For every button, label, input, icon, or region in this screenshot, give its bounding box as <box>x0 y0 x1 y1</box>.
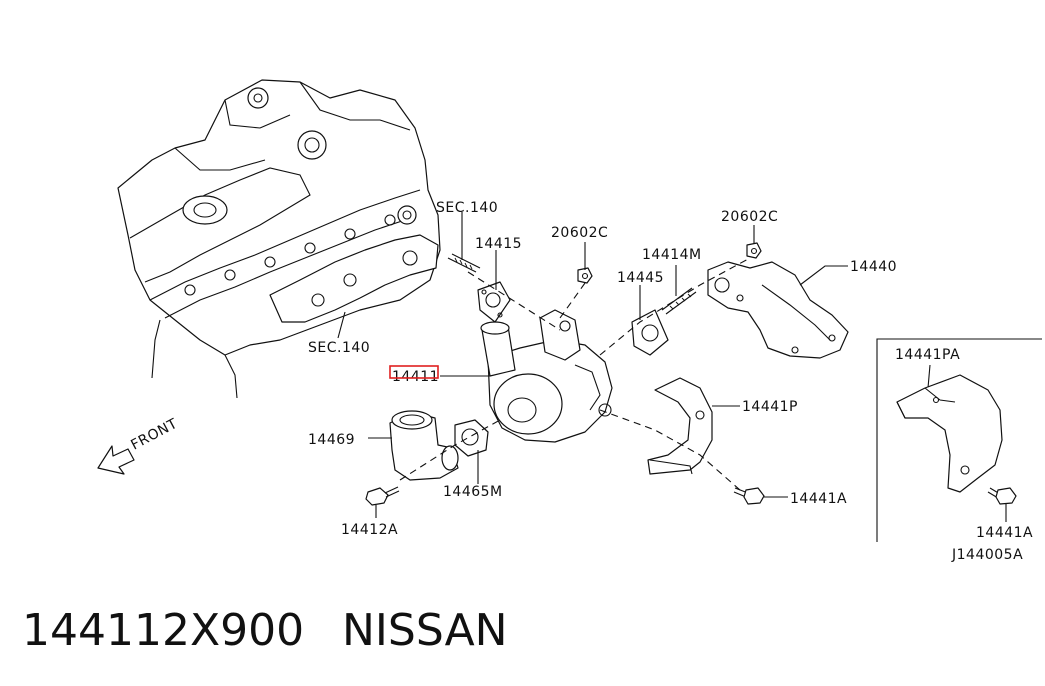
alignment-lines <box>399 257 751 491</box>
label-front: FRONT <box>128 416 180 454</box>
inset-panel: 14441PA 14441A J144005A <box>876 338 1042 563</box>
leader-lines <box>337 212 848 518</box>
bolt-14441a <box>733 487 765 505</box>
diagram-code: J144005A <box>951 547 1023 563</box>
turbocharger <box>480 309 613 443</box>
gasket-14465m <box>454 419 489 457</box>
part-number: 144112X900 <box>22 605 304 656</box>
stud <box>447 253 481 273</box>
heat-shield-14441p <box>647 377 713 475</box>
label-14441p: 14441P <box>742 399 798 415</box>
front-arrow-icon: FRONT <box>97 416 180 475</box>
label-14465m: 14465M <box>443 484 503 500</box>
nut-20602c <box>577 267 593 284</box>
bolt-14412a <box>365 486 400 506</box>
label-20602c-right: 20602C <box>721 209 778 225</box>
label-14441a-inset: 14441A <box>976 525 1033 541</box>
label-14412a: 14412A <box>341 522 398 538</box>
label-20602c: 20602C <box>551 225 608 241</box>
brand-name: NISSAN <box>342 605 508 656</box>
highlighted-part-14411[interactable]: 14411 <box>389 365 439 385</box>
label-14411: 14411 <box>392 369 439 385</box>
label-14415: 14415 <box>475 236 522 252</box>
label-sec140-bottom: SEC.140 <box>308 340 370 356</box>
label-14440: 14440 <box>850 259 897 275</box>
label-sec140-top: SEC.140 <box>436 200 498 216</box>
label-14414m: 14414M <box>642 247 702 263</box>
label-14469: 14469 <box>308 432 355 448</box>
label-14441a: 14441A <box>790 491 847 507</box>
label-14441pa: 14441PA <box>895 347 960 363</box>
gasket-14445 <box>631 309 669 356</box>
nut-20602c-right <box>746 242 762 259</box>
elbow-14469 <box>389 410 459 481</box>
engine-cylinder-head <box>117 79 441 399</box>
label-14445: 14445 <box>617 270 664 286</box>
exhaust-outlet-14440 <box>707 261 849 359</box>
stud-14414m <box>661 287 697 315</box>
highlight-box <box>389 365 439 379</box>
